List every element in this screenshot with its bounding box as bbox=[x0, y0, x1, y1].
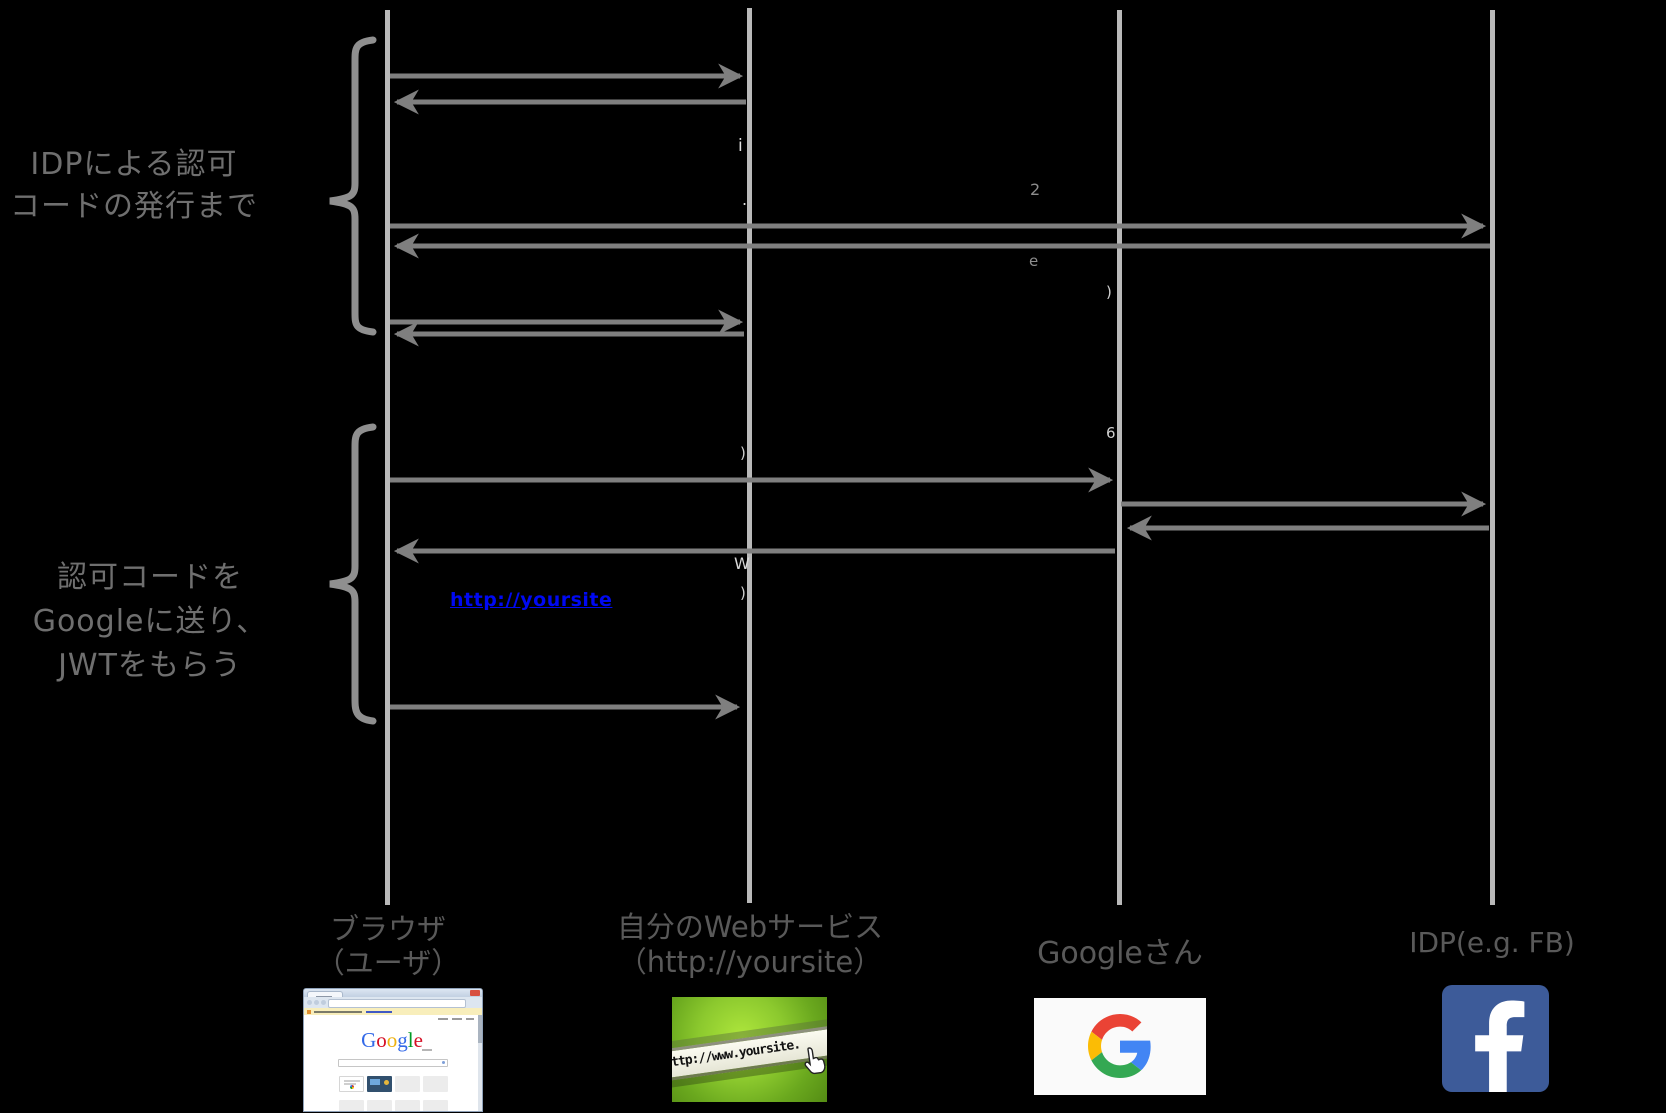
thumbnail-tile bbox=[367, 1076, 392, 1092]
glyph-remnant: 2 bbox=[1030, 180, 1041, 199]
hand-cursor-icon bbox=[804, 1047, 826, 1075]
actor-browser-line2: （ユーザ） bbox=[315, 946, 461, 980]
thumbnail-tile bbox=[423, 1076, 448, 1092]
actor-label-idp: IDP(e.g. FB) bbox=[1409, 926, 1575, 959]
thumbnail-tile bbox=[395, 1100, 420, 1111]
thumbnail-tile bbox=[339, 1100, 364, 1111]
thumbnail-tile bbox=[339, 1076, 364, 1092]
google-g-icon bbox=[1088, 1014, 1151, 1078]
glyph-remnant: W bbox=[734, 554, 750, 573]
browser-titlebar bbox=[304, 989, 482, 997]
actor-webservice-line1: 自分のWebサービス bbox=[616, 910, 884, 944]
google-wordmark: Google bbox=[304, 1029, 480, 1051]
bracket-label-lower: 認可コードを Googleに送り、 JWTをもらう bbox=[12, 556, 288, 688]
glyph-remnant: ) bbox=[1106, 283, 1112, 301]
wordmark-letter: o bbox=[376, 1028, 387, 1052]
warning-icon bbox=[307, 1010, 311, 1014]
actor-label-google: Googleさん bbox=[1037, 936, 1203, 971]
wordmark-letter: e bbox=[413, 1028, 423, 1052]
glyph-remnant: e bbox=[1029, 252, 1039, 270]
yoursite-link[interactable]: http://yoursite bbox=[450, 589, 613, 611]
google-logo-image bbox=[1034, 998, 1206, 1095]
browser-scrollbar bbox=[478, 1015, 482, 1111]
browser-toolbar bbox=[304, 997, 482, 1009]
thumbnail-tile bbox=[395, 1076, 420, 1092]
lifelines bbox=[385, 8, 1495, 905]
bracket-label-lower-line2: Googleに送り、 bbox=[32, 604, 268, 639]
facebook-logo-image bbox=[1442, 985, 1549, 1092]
browser-close-icon bbox=[470, 990, 480, 996]
bracket-upper bbox=[329, 36, 377, 336]
glyph-remnant: ) bbox=[740, 584, 746, 602]
glyph-remnant: 6 bbox=[1106, 424, 1116, 442]
google-search-box bbox=[338, 1059, 448, 1067]
message-arrows bbox=[390, 63, 1490, 720]
actor-browser-line1: ブラウザ bbox=[329, 912, 446, 946]
bracket-label-upper-line2: コードの発行まで bbox=[10, 189, 258, 224]
actor-label-browser: ブラウザ （ユーザ） bbox=[268, 912, 508, 980]
actor-label-webservice: 自分のWebサービス （http://yoursite） bbox=[590, 910, 910, 980]
yoursite-image: http://www.yoursite. bbox=[672, 997, 827, 1102]
bracket-label-upper: IDPによる認可 コードの発行まで bbox=[8, 144, 260, 228]
thumbnail-tile bbox=[423, 1100, 448, 1111]
browser-address-bar bbox=[328, 999, 466, 1008]
wordmark-letter: G bbox=[361, 1028, 377, 1052]
browser-newtab-page: Google bbox=[304, 1015, 482, 1111]
facebook-f-icon bbox=[1475, 1000, 1525, 1092]
wordmark-letter: g bbox=[397, 1028, 408, 1052]
glyph-remnant: ) bbox=[740, 444, 746, 462]
actor-webservice-line2: （http://yoursite） bbox=[617, 945, 883, 979]
group-brackets bbox=[329, 36, 377, 725]
thumbnail-tile bbox=[367, 1100, 392, 1111]
wordmark-letter: o bbox=[386, 1028, 398, 1052]
bracket-label-lower-line1: 認可コードを bbox=[57, 560, 243, 595]
bracket-label-upper-line1: IDPによる認可 bbox=[30, 147, 238, 182]
glyph-remnant: i bbox=[738, 136, 743, 156]
glyph-remnant: . bbox=[742, 190, 748, 209]
bracket-label-lower-line3: JWTをもらう bbox=[58, 648, 242, 683]
mic-icon bbox=[442, 1061, 445, 1064]
browser-screenshot-image: Google bbox=[303, 988, 483, 1112]
wordmark-letter: l bbox=[407, 1028, 414, 1052]
yoursite-address-bar: http://www.yoursite. bbox=[672, 1023, 827, 1083]
yoursite-url-text: http://www.yoursite. bbox=[672, 1037, 801, 1072]
bracket-lower bbox=[329, 423, 377, 725]
